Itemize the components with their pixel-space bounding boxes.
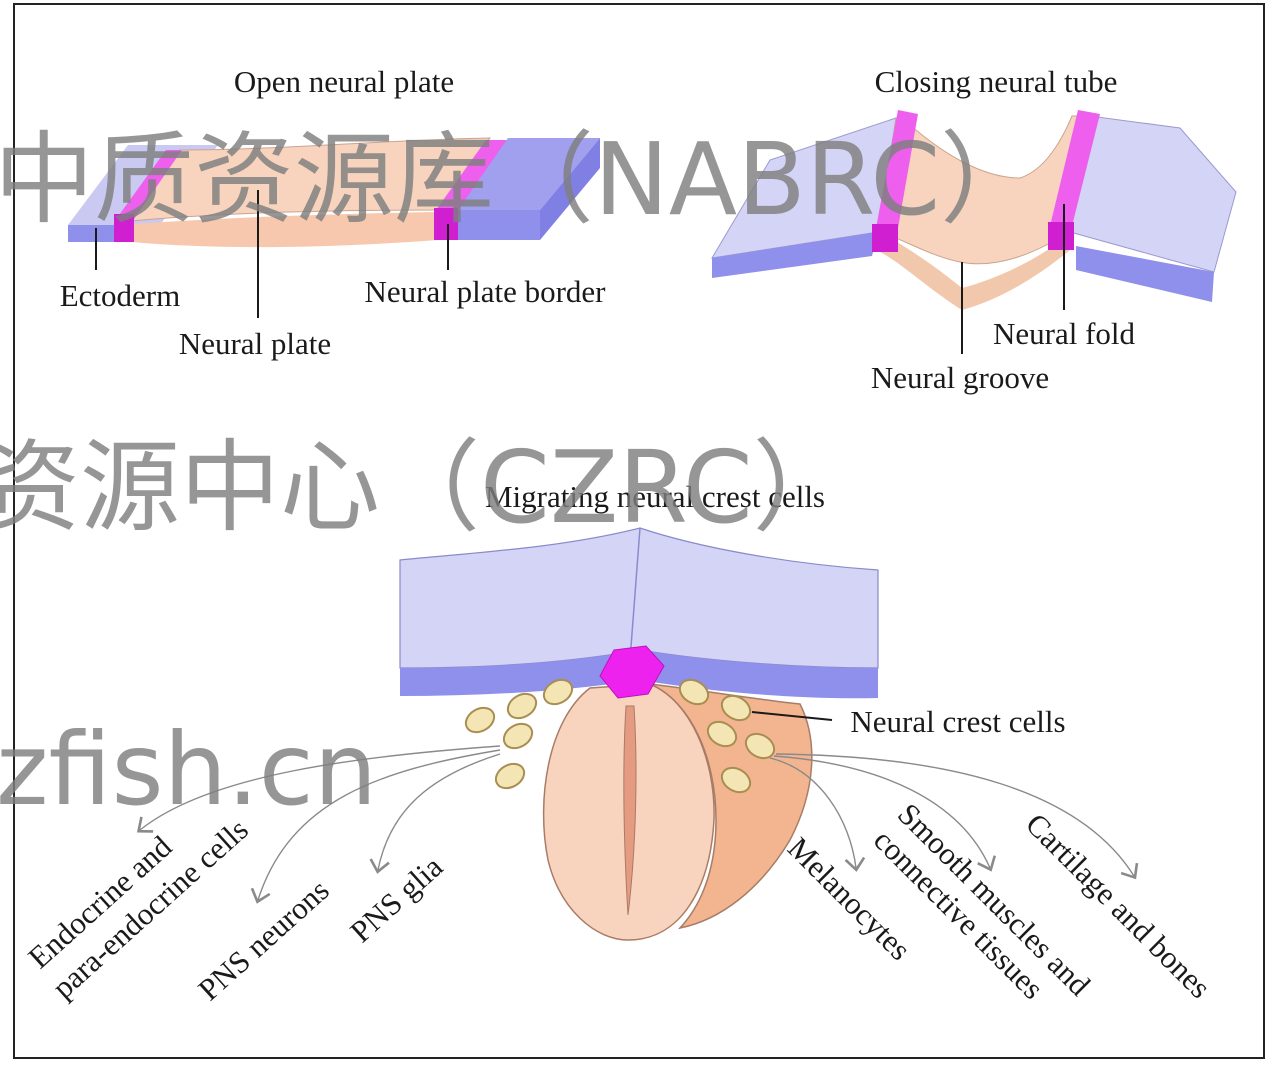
closing-tube-title: Closing neural tube [875, 64, 1118, 99]
watermark-zfish: zfish.cn [0, 711, 377, 828]
open-plate-title: Open neural plate [234, 64, 454, 99]
neural-fold-right-cut [1048, 222, 1074, 250]
plate-border-label: Neural plate border [365, 274, 607, 309]
watermark-nabrc: 中质资源库（NABRC） [0, 121, 1040, 238]
neural-groove-label: Neural groove [871, 360, 1049, 395]
neural-fold-label: Neural fold [993, 316, 1136, 351]
watermark-czrc: 资源中心（CZRC） [0, 429, 853, 546]
neural-plate-label: Neural plate [179, 326, 331, 361]
ectoderm-label: Ectoderm [60, 278, 181, 313]
crest-cells-label: Neural crest cells [850, 704, 1065, 739]
